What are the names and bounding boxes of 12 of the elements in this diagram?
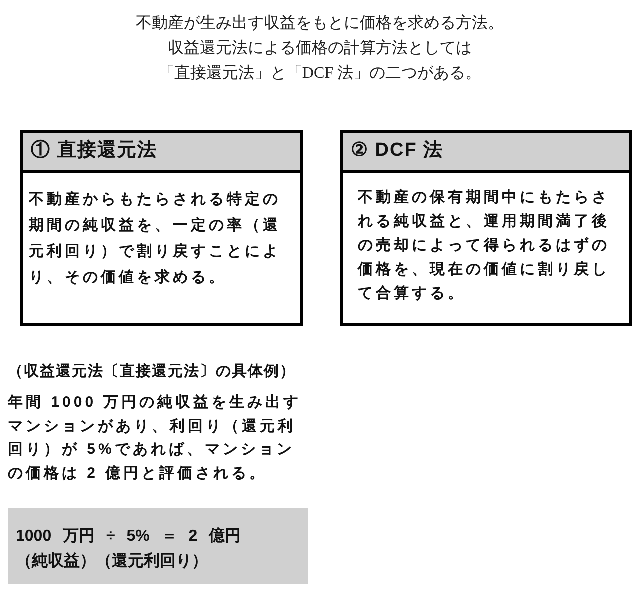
card-description: 不動産からもたらされる特定の期間の純収益を、一定の率（還元利回り）で割り戻すことにより、その価値を求める。 [29, 190, 282, 288]
card-heading: ① 直接還元法 [23, 133, 300, 173]
method-card [340, 130, 632, 326]
formula-annotation: （純収益）（還元利回り） [16, 552, 208, 572]
card-heading: ② DCF 法 [343, 133, 629, 173]
card-description: 不動産の保有期間中にもたらされる純収益と、運用期間満了後の売却によって得られるはずの価格を、現在の価値に割り戻して合算する。 [358, 188, 611, 304]
example-heading: （収益還元法〔直接還元法〕の具体例） [8, 362, 297, 382]
method-card [20, 130, 303, 326]
formula-text: 1000 万円 ÷ 5% ＝ 2 億円 [16, 526, 242, 547]
formula-panel [8, 508, 308, 584]
title-text: 不動産が生み出す収益をもとに価格を求める方法。収益還元法による価格の計算方法としては「直接還元法」と「DCF 法」の二つがある。 [135, 14, 505, 84]
example-paragraph: 年間 1000 万円の純収益を生み出すマンションがあり、利回り（還元利回り）が 5%であれば、マンションの価格は 2 億円と評価される。 [8, 393, 303, 484]
